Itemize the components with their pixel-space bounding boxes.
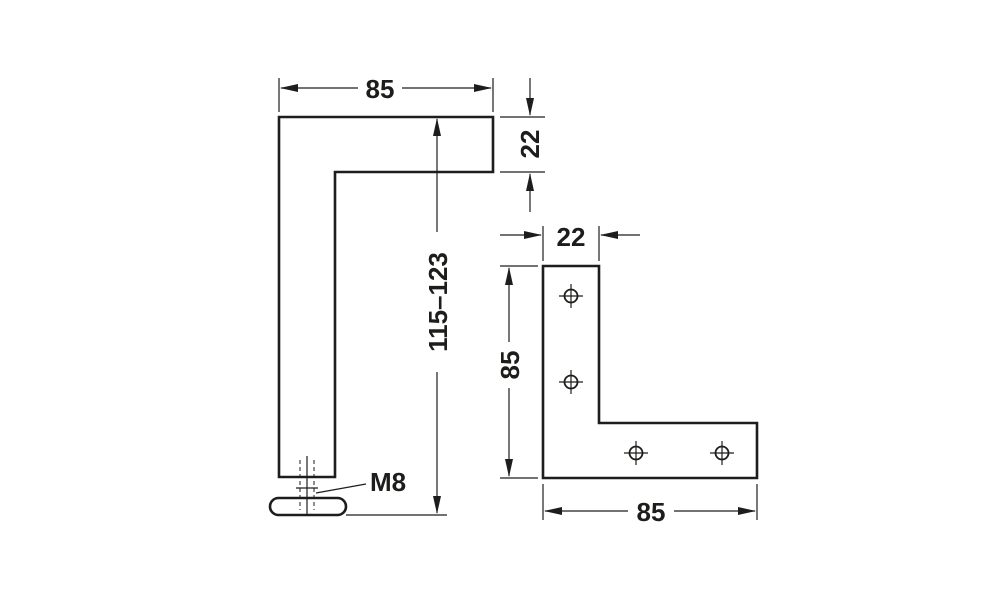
plate-view: 22 85 85 xyxy=(495,222,759,527)
mounting-hole xyxy=(624,441,648,465)
thread-label: M8 xyxy=(370,467,406,497)
mounting-hole xyxy=(559,284,583,308)
dim-height-label: 115–123 xyxy=(423,252,453,352)
mounting-hole xyxy=(710,441,734,465)
threaded-stud xyxy=(296,456,318,514)
dim-plate-height-85: 85 xyxy=(495,265,538,479)
dim-plate-length-85: 85 xyxy=(542,484,758,527)
callout-m8: M8 xyxy=(315,467,406,497)
dim-width-label: 85 xyxy=(366,74,395,104)
side-view: 85 22 115–123 M8 xyxy=(268,74,545,517)
dim-width-85: 85 xyxy=(278,74,494,112)
dim-plate-height-label: 85 xyxy=(495,351,525,380)
dim-plate-length-label: 85 xyxy=(637,497,666,527)
glide-foot xyxy=(268,496,348,517)
leg-outline xyxy=(277,115,495,479)
dim-thickness-label: 22 xyxy=(515,130,545,159)
plate-outline xyxy=(541,264,759,480)
dim-plate-width-22: 22 xyxy=(500,222,640,261)
mounting-hole xyxy=(559,370,583,394)
dim-thickness-22: 22 xyxy=(500,78,545,212)
dim-plate-width-label: 22 xyxy=(557,222,586,252)
dim-height-115-123: 115–123 xyxy=(346,118,453,516)
